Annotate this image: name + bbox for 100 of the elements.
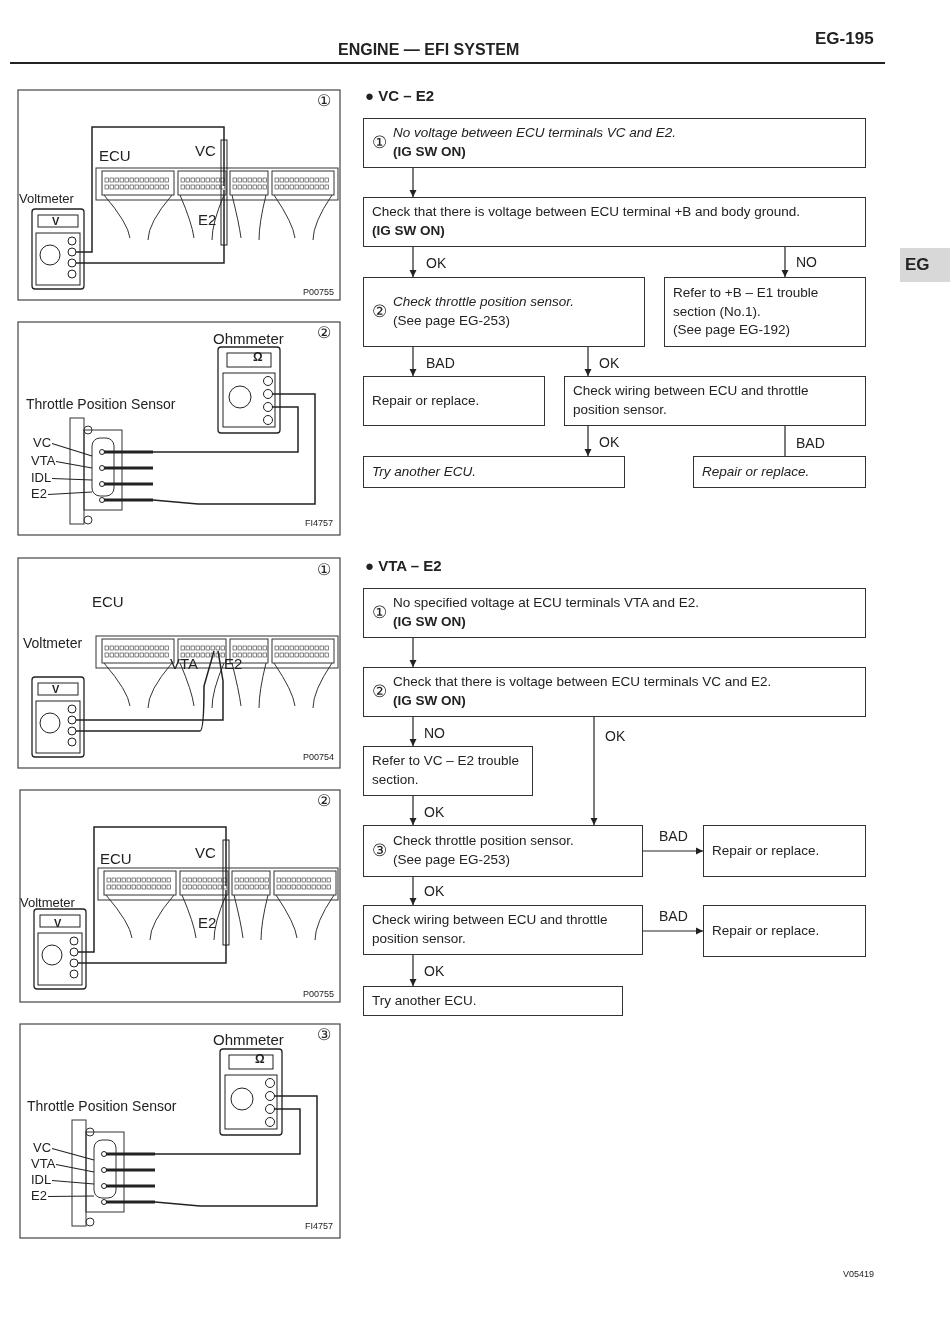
edge-label: BAD bbox=[425, 355, 456, 371]
step-text: Refer to VC – E2 trouble section. bbox=[372, 752, 521, 789]
arrow bbox=[642, 847, 704, 855]
meter-scale-label: V bbox=[52, 216, 60, 227]
page-title: ENGINE — EFI SYSTEM bbox=[338, 41, 520, 59]
terminal-label: VTA bbox=[170, 656, 199, 671]
step-text: No specified voltage at ECU terminals VTA and E2. bbox=[393, 594, 699, 613]
process-box bbox=[363, 825, 643, 877]
figure-code: P00755 bbox=[303, 990, 335, 999]
figure-code: V05419 bbox=[843, 1270, 875, 1279]
arrow bbox=[781, 246, 789, 278]
section-heading: ● VTA – E2 bbox=[365, 558, 442, 573]
leader-line bbox=[47, 491, 93, 496]
step-number: ② bbox=[372, 301, 387, 324]
arrow bbox=[409, 246, 417, 278]
terminal-label: IDL bbox=[31, 471, 52, 484]
step-text: Try another ECU. bbox=[372, 991, 477, 1010]
step-number: ① bbox=[372, 132, 387, 155]
figure-number: ② bbox=[317, 325, 331, 341]
figure-code: P00755 bbox=[303, 288, 335, 297]
terminal-label: E2 bbox=[224, 656, 243, 671]
component-label: ECU bbox=[100, 851, 132, 866]
terminal-label: VC bbox=[33, 1141, 52, 1154]
edge-label: BAD bbox=[795, 435, 826, 451]
edge-label: OK bbox=[423, 963, 446, 979]
step-text: (See page EG-192) bbox=[673, 321, 792, 340]
edge-label: OK bbox=[598, 355, 621, 371]
terminal-label: VTA bbox=[31, 454, 56, 467]
terminal-label: E2 bbox=[31, 1189, 47, 1202]
arrow bbox=[409, 954, 417, 987]
edge-label: OK bbox=[423, 883, 446, 899]
figure-number: ① bbox=[317, 93, 331, 109]
terminal-label: IDL bbox=[31, 1173, 52, 1186]
figure-number: ③ bbox=[317, 1027, 331, 1043]
edge-label: OK bbox=[598, 434, 621, 450]
process-box bbox=[363, 197, 866, 247]
page-number: EG-195 bbox=[815, 30, 874, 47]
process-box bbox=[363, 986, 623, 1016]
condition-text: (IG SW ON) bbox=[393, 613, 467, 631]
step-text: Refer to +B – E1 trouble section (No.1). bbox=[673, 283, 820, 321]
arrow bbox=[409, 637, 417, 668]
step-text: Check wiring between ECU and throttle position sensor. bbox=[372, 911, 609, 948]
process-box bbox=[363, 588, 866, 638]
step-text: (See page EG-253) bbox=[393, 312, 512, 330]
arrow bbox=[584, 346, 592, 377]
step-text: Repair or replace. bbox=[712, 841, 820, 860]
component-label: Ohmmeter bbox=[213, 331, 284, 346]
step-text: Repair or replace. bbox=[712, 921, 820, 940]
step-text: Check that there is voltage between ECU terminals VC and E2. bbox=[393, 673, 772, 692]
process-box bbox=[703, 825, 866, 877]
step-text: Check throttle position sensor. bbox=[393, 832, 574, 851]
process-box bbox=[363, 746, 533, 796]
edge-label: BAD bbox=[658, 828, 689, 844]
figure-code: FI4757 bbox=[305, 1222, 334, 1231]
arrow bbox=[409, 167, 417, 198]
arrow bbox=[584, 425, 592, 457]
process-box bbox=[703, 905, 866, 957]
terminal-label: E2 bbox=[198, 212, 217, 227]
step-text: Check that there is voltage between ECU terminal +B and body ground. bbox=[372, 203, 801, 222]
step-text: Try another ECU. bbox=[372, 462, 477, 481]
step-number: ② bbox=[372, 681, 387, 704]
meter-scale-label: V bbox=[52, 684, 60, 695]
component-label: ECU bbox=[99, 148, 131, 163]
process-box bbox=[363, 905, 643, 955]
leader-line bbox=[51, 477, 93, 481]
step-text: No voltage between ECU terminals VC and E2. bbox=[393, 124, 676, 143]
component-label: Voltmeter bbox=[20, 896, 75, 909]
edge-label: NO bbox=[423, 725, 446, 741]
tab-label: EG bbox=[905, 256, 930, 273]
edge-label: BAD bbox=[658, 908, 689, 924]
process-box bbox=[363, 376, 545, 426]
process-box bbox=[363, 667, 866, 717]
step-text: (See page EG-253) bbox=[393, 851, 512, 869]
process-box bbox=[664, 277, 866, 347]
process-box bbox=[363, 456, 625, 488]
component-label: Ohmmeter bbox=[213, 1032, 284, 1047]
condition-text: (IG SW ON) bbox=[393, 143, 467, 161]
arrow bbox=[590, 716, 598, 826]
arrow bbox=[409, 346, 417, 377]
step-text: Check wiring between ECU and throttle position sensor. bbox=[573, 382, 810, 419]
process-box bbox=[564, 376, 866, 426]
edge-label: OK bbox=[604, 728, 627, 744]
leader-line bbox=[51, 1179, 95, 1185]
step-number: ① bbox=[372, 602, 387, 625]
terminal-label: VC bbox=[195, 143, 216, 158]
section-heading: ● VC – E2 bbox=[365, 88, 435, 103]
step-text: Check throttle position sensor. bbox=[393, 293, 575, 312]
component-label: Voltmeter bbox=[19, 192, 74, 205]
meter-scale-label: Ω bbox=[253, 351, 263, 363]
step-number: ③ bbox=[372, 840, 387, 863]
terminal-label: VTA bbox=[31, 1157, 56, 1170]
component-label: Voltmeter bbox=[23, 636, 83, 650]
condition-text: (IG SW ON) bbox=[393, 692, 467, 710]
process-box bbox=[363, 118, 866, 168]
meter-scale-label: V bbox=[54, 918, 62, 929]
leader-line bbox=[51, 442, 93, 457]
meter-scale-label: Ω bbox=[255, 1053, 265, 1065]
arrow bbox=[642, 927, 704, 935]
figure-number: ① bbox=[317, 562, 331, 578]
figure-code: FI4757 bbox=[305, 519, 334, 528]
